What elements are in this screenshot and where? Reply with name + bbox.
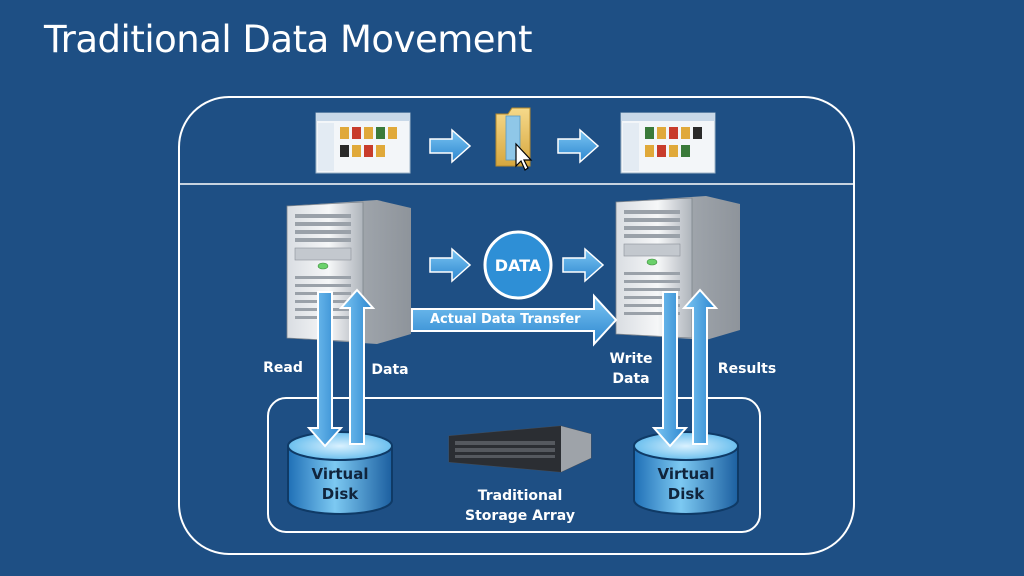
virtual-disk-icon: [633, 431, 739, 515]
virtual-disk-icon: [287, 431, 393, 515]
write-label-line2: Data: [612, 371, 650, 387]
storage-label-line2: Storage Array: [465, 508, 575, 524]
explorer-window-icon: [620, 112, 716, 174]
left-disk-label-line1: Virtual: [311, 465, 369, 483]
storage-array-icon: [448, 425, 592, 473]
outer-container: [178, 96, 855, 555]
results-up-arrow: [681, 288, 719, 445]
explorer-window-icon: [315, 112, 411, 174]
write-label-line1: Write: [609, 351, 653, 367]
data-arrow-out: [562, 247, 605, 283]
data-arrow-in: [429, 247, 472, 283]
results-label: Results: [717, 361, 777, 377]
right-disk-label-line1: Virtual: [657, 465, 715, 483]
data-label: Data: [371, 362, 409, 378]
storage-container: [267, 397, 761, 533]
data-bubble-label: DATA: [494, 256, 542, 275]
top-arrow-2: [557, 128, 600, 164]
right-disk-label-line2: Disk: [667, 485, 705, 503]
slide-title: Traditional Data Movement: [44, 18, 533, 61]
read-label: Read: [263, 360, 303, 376]
data-bubble: [483, 230, 553, 300]
actual-transfer-label: Actual Data Transfer: [430, 312, 581, 327]
write-arrow: [651, 291, 689, 448]
actual-transfer-arrow: [411, 293, 618, 347]
folder-drag-icon: [495, 107, 533, 171]
read-arrow: [306, 291, 344, 448]
left-disk-label-line2: Disk: [321, 485, 359, 503]
storage-label-line1: Traditional: [477, 488, 563, 504]
data-up-arrow: [338, 288, 376, 445]
top-arrow-1: [429, 128, 472, 164]
